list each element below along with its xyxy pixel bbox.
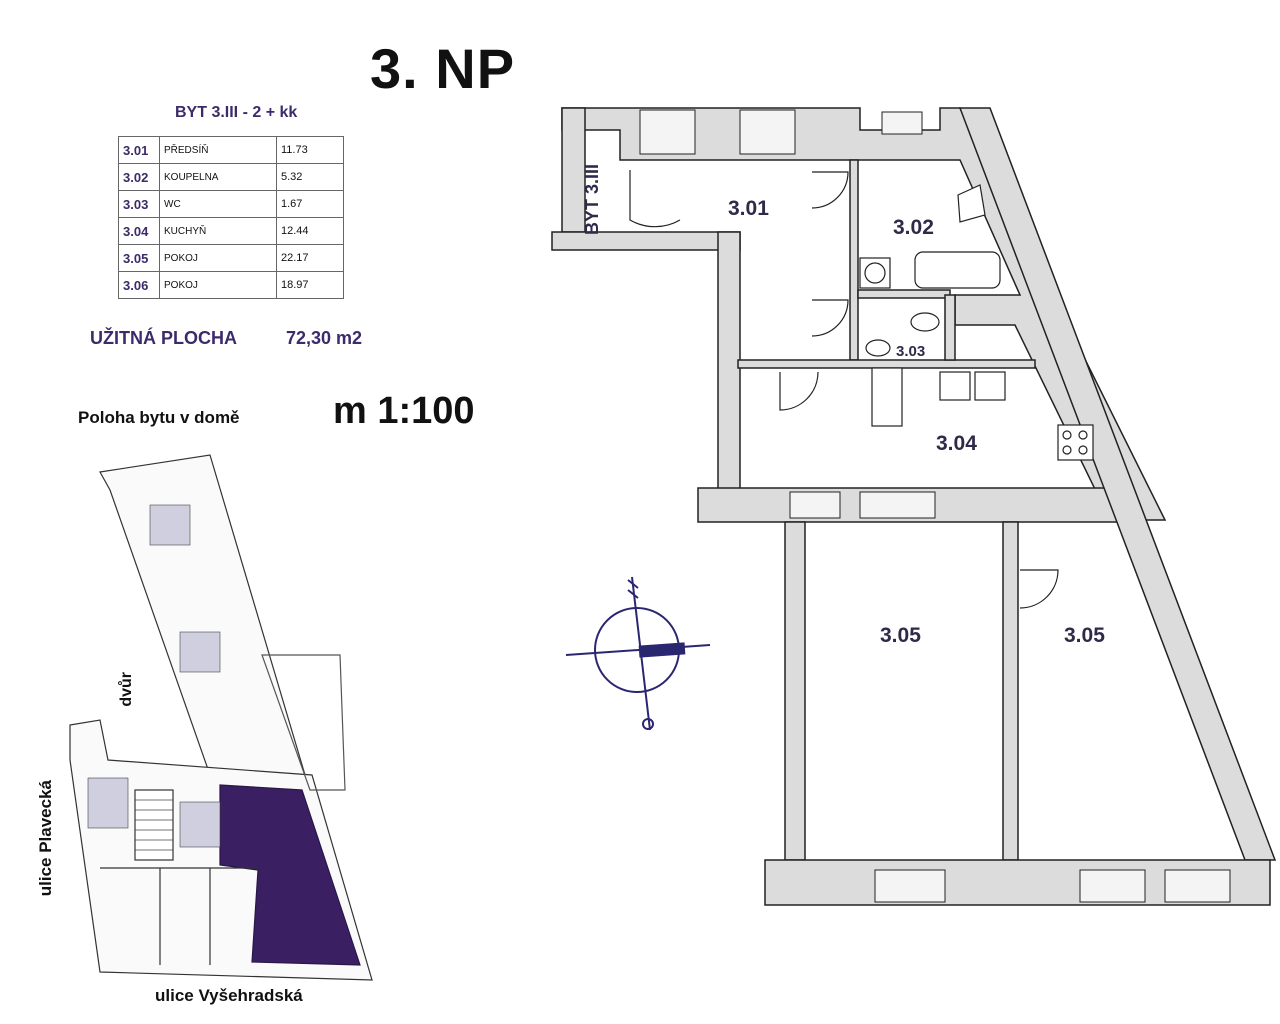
room-name: WC — [159, 190, 277, 218]
room-label-304: 3.04 — [936, 432, 977, 455]
room-number: 3.03 — [118, 190, 160, 218]
room-area: 1.67 — [276, 190, 344, 218]
apartment-code-label: BYT 3.III — [582, 164, 602, 235]
room-table: 3.01 PŘEDSÍŇ 11.73 3.02 KOUPELNA 5.32 3.… — [118, 136, 344, 299]
page-title: 3. NP — [370, 37, 516, 100]
staircase-icon — [134, 789, 174, 861]
room-number: 3.01 — [118, 136, 160, 164]
scale-label: m 1:100 — [333, 390, 475, 432]
cabinet-icon — [871, 367, 903, 427]
kitchen-sink-icon — [974, 371, 1006, 401]
courtyard-label: dvůr — [118, 672, 135, 707]
compass-icon — [565, 576, 711, 731]
usable-area-label: UŽITNÁ PLOCHA — [90, 328, 237, 348]
toilet-icon — [910, 312, 940, 332]
room-label-305b: 3.05 — [1064, 624, 1105, 647]
wc-sink-icon — [865, 339, 891, 357]
sink-icon — [957, 184, 986, 223]
apartment-highlight — [219, 784, 361, 966]
room-label-303: 3.03 — [896, 343, 925, 360]
bathroom-fixtures — [859, 184, 1094, 461]
room-label-301: 3.01 — [728, 197, 769, 220]
room-label-305a: 3.05 — [880, 624, 921, 647]
room-area: 5.32 — [276, 163, 344, 191]
table-row: 3.06 POKOJ 18.97 — [118, 271, 344, 299]
bathtub-icon — [914, 251, 1001, 289]
room-name: KUCHYŇ — [159, 217, 277, 245]
room-label-302: 3.02 — [893, 216, 934, 239]
apartment-name: BYT 3.III - 2 + kk — [175, 104, 298, 121]
window-niches — [639, 109, 1231, 903]
table-row: 3.03 WC 1.67 — [118, 190, 344, 218]
table-row: 3.04 KUCHYŇ 12.44 — [118, 217, 344, 245]
room-number: 3.06 — [118, 271, 160, 299]
stove-icon — [1057, 424, 1094, 461]
room-number: 3.02 — [118, 163, 160, 191]
location-plan — [69, 454, 373, 981]
room-number: 3.05 — [118, 244, 160, 272]
street-bottom-label: ulice Vyšehradská — [155, 986, 303, 1005]
table-row: 3.02 KOUPELNA 5.32 — [118, 163, 344, 191]
room-name: POKOJ — [159, 271, 277, 299]
street-side-label: ulice Plavecká — [36, 780, 55, 897]
room-name: POKOJ — [159, 244, 277, 272]
room-number: 3.04 — [118, 217, 160, 245]
room-area: 12.44 — [276, 217, 344, 245]
door-swings — [629, 170, 1059, 609]
location-label: Poloha bytu v domě — [78, 408, 240, 427]
kitchen-counter-icon — [939, 371, 971, 401]
main-plan-walls — [551, 107, 1277, 906]
room-area: 18.97 — [276, 271, 344, 299]
usable-area-value: 72,30 m2 — [286, 328, 363, 348]
